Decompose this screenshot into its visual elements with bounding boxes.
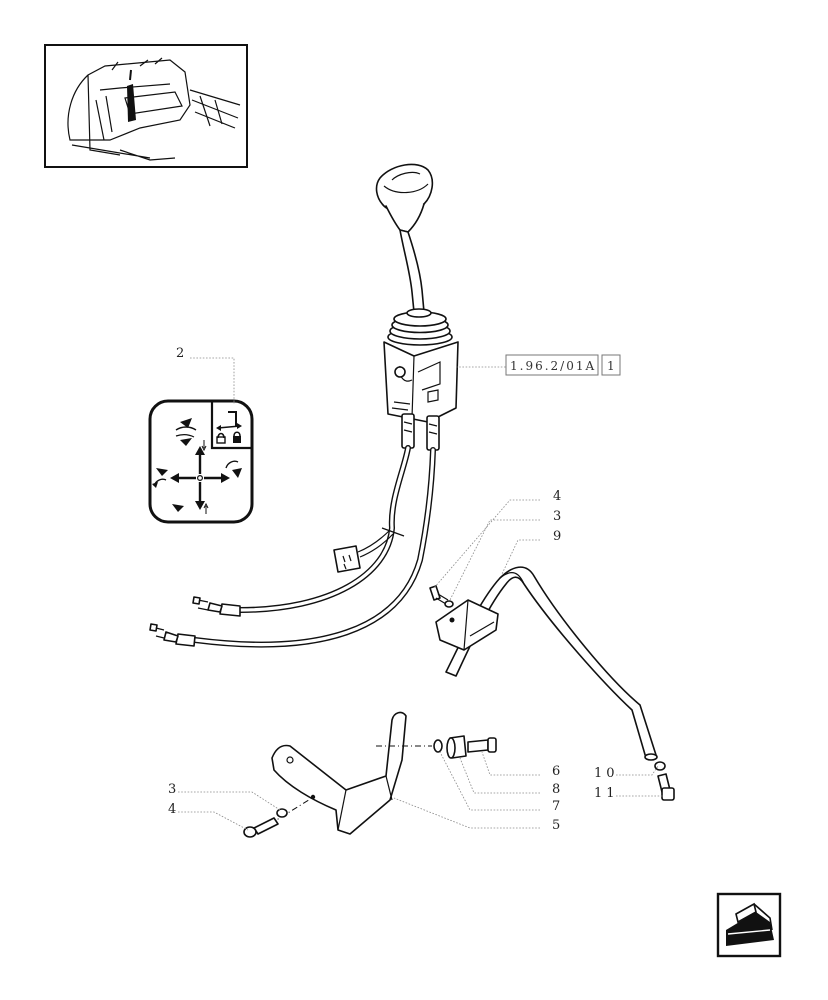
callout-6: 6	[552, 764, 560, 779]
callout-2: 2	[176, 346, 184, 361]
reference-index: 1	[607, 359, 617, 373]
reference-code: 1.96.2/01A	[510, 359, 596, 373]
callout-4-upper: 4	[553, 489, 561, 504]
next-page-arrow-icon	[726, 902, 774, 946]
callout-3-lower: 3	[168, 782, 176, 797]
callout-5: 5	[552, 818, 560, 833]
callout-8: 8	[552, 782, 560, 797]
callout-11: 11	[594, 786, 619, 801]
next-page-button[interactable]	[716, 892, 782, 958]
callout-9: 9	[553, 529, 561, 544]
callout-labels: 2 4 3 9 6 8 7 5 10 11 3 4	[168, 346, 619, 833]
callout-10: 10	[594, 766, 619, 781]
callout-7: 7	[552, 799, 560, 814]
control-pattern-decal	[148, 399, 254, 524]
mounting-bracket	[243, 711, 675, 838]
callout-3-upper: 3	[553, 509, 561, 524]
joystick-control-valve	[375, 163, 459, 451]
reference-label[interactable]: 1.96.2/01A 1	[505, 354, 621, 376]
callout-4-lower: 4	[168, 802, 176, 817]
locator-thumbnail	[44, 44, 248, 168]
leader-lines	[178, 357, 664, 831]
control-cables	[149, 445, 436, 648]
support-rod	[429, 566, 658, 761]
